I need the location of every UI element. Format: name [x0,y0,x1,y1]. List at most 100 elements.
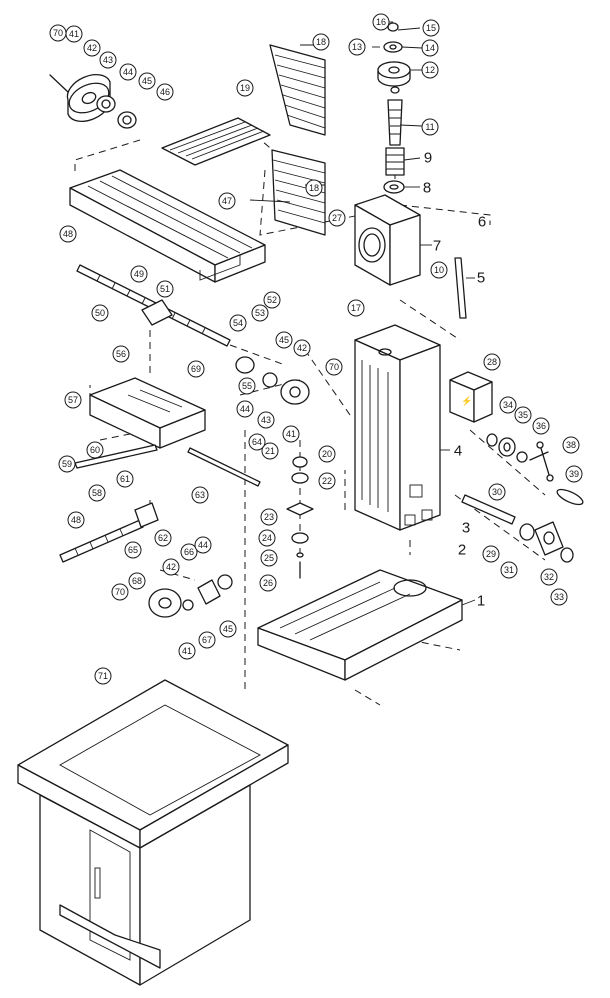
callout-number: 70 [115,587,125,597]
callout-number: 44 [198,540,208,550]
callout-20: 20 [318,445,336,463]
callout-number: 35 [518,410,528,420]
callout-42: 42 [162,558,180,576]
motor: ⚡ [449,371,493,423]
callout-number: 14 [425,43,435,53]
callout-number: 34 [503,400,513,410]
callout-number: 41 [69,29,79,39]
callout-41: 41 [65,25,83,43]
callout-65: 65 [124,541,142,559]
callout-number: 5 [477,270,485,287]
callout-number: 43 [103,55,113,65]
callout-number: 24 [262,533,272,543]
bellows-lower [271,149,326,236]
callout-number: 44 [240,404,250,414]
callout-28: 28 [483,353,501,371]
callout-14: 14 [421,39,439,57]
handwheel-middle [235,356,310,405]
svg-text:⚡: ⚡ [461,395,472,407]
callout-number: 41 [182,646,192,656]
callout-1: 1 [477,593,485,610]
callout-number: 23 [264,512,274,522]
callout-number: 27 [332,213,342,223]
callout-number: 39 [569,469,579,479]
callout-number: 2 [458,542,466,559]
callout-number: 55 [242,381,252,391]
callout-56: 56 [112,345,130,363]
callout-number: 48 [71,515,81,525]
callout-number: 11 [425,122,434,132]
callout-number: 45 [279,335,289,345]
callout-11: 11 [421,118,439,136]
callout-45: 45 [219,620,237,638]
callout-number: 9 [424,150,432,167]
callout-number: 3 [462,520,470,537]
callout-25: 25 [260,549,278,567]
callout-45: 45 [275,331,293,349]
table [69,169,266,283]
callout-19: 19 [236,79,254,97]
callout-number: 36 [536,421,546,431]
callout-number: 18 [316,37,326,47]
callout-57: 57 [64,391,82,409]
callout-70: 70 [325,358,343,376]
callout-number: 45 [142,76,152,86]
callout-45: 45 [138,72,156,90]
callout-47: 47 [218,192,236,210]
head [354,194,421,286]
callout-number: 31 [504,565,514,575]
callout-18: 18 [312,33,330,51]
callout-48: 48 [67,511,85,529]
stand [17,679,289,986]
callout-number: 50 [95,308,105,318]
callout-43: 43 [99,51,117,69]
saddle [89,377,206,449]
callout-44: 44 [194,536,212,554]
callout-number: 42 [297,343,307,353]
callout-number: 17 [351,303,361,313]
callout-number: 30 [492,487,502,497]
callout-10: 10 [430,261,448,279]
callout-number: 18 [309,183,319,193]
callout-number: 63 [195,490,205,500]
callout-number: 33 [554,592,564,602]
callout-30: 30 [488,483,506,501]
callout-43: 43 [257,411,275,429]
callout-70: 70 [111,583,129,601]
callout-38: 38 [562,436,580,454]
bellows-upper [269,44,326,136]
callout-41: 41 [178,642,196,660]
bellows-flat [161,117,271,166]
callout-number: 42 [166,562,176,572]
callout-number: 12 [425,65,435,75]
callout-63: 63 [191,486,209,504]
callout-number: 62 [158,533,168,543]
callout-number: 19 [240,83,250,93]
callout-55: 55 [238,377,256,395]
callout-58: 58 [88,484,106,502]
handwheel-upper [49,74,137,129]
callout-number: 47 [222,196,232,206]
callout-66: 66 [180,543,198,561]
callout-number: 44 [123,67,133,77]
callout-5: 5 [477,270,485,287]
callout-number: 56 [116,349,126,359]
callout-number: 43 [261,415,271,425]
handwheel-lower [148,574,233,618]
callout-number: 49 [134,269,144,279]
callout-number: 41 [286,429,296,439]
callout-31: 31 [500,561,518,579]
callout-23: 23 [260,508,278,526]
column [354,324,441,531]
callout-48: 48 [59,225,77,243]
callout-number: 42 [87,43,97,53]
callout-32: 32 [540,568,558,586]
callout-59: 59 [58,455,76,473]
callout-64: 64 [248,433,266,451]
callout-60: 60 [86,441,104,459]
callout-42: 42 [293,339,311,357]
callout-number: 61 [120,474,130,484]
callout-9: 9 [424,150,432,167]
